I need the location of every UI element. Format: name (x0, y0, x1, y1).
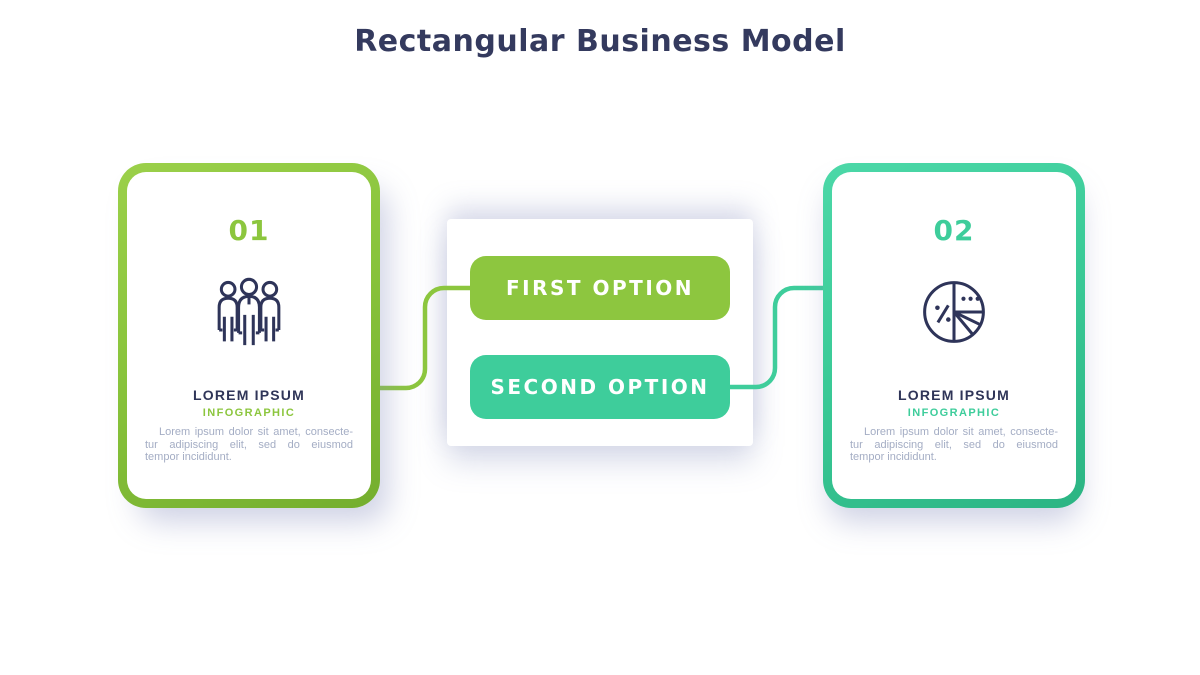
team-icon (127, 275, 371, 349)
card-02: 02 LOREM (823, 163, 1085, 508)
card-body-text: Lorem ipsum dolor sit amet, consecte- tu… (145, 426, 353, 464)
card-heading: LOREM IPSUM (193, 387, 305, 403)
page-title: Rectangular Business Model (354, 24, 846, 59)
card-heading: LOREM IPSUM (898, 387, 1010, 403)
card-body-text: Lorem ipsum dolor sit amet, consecte- tu… (850, 426, 1058, 464)
card-subheading: INFOGRAPHIC (202, 407, 296, 419)
card-01: 01 (118, 163, 380, 508)
body-line: tur adipiscing elit, sed do eiusmod (145, 438, 353, 451)
body-line: tur adipiscing elit, sed do eiusmod (850, 438, 1058, 451)
option-label: SECOND OPTION (490, 375, 710, 399)
card-subheading: INFOGRAPHIC (907, 407, 1001, 419)
card-01-inner: 01 (127, 172, 371, 499)
option-pill-first: FIRST OPTION (470, 256, 730, 320)
option-pill-second: SECOND OPTION (470, 355, 730, 419)
body-line: Lorem ipsum dolor sit amet, consecte- (159, 426, 353, 438)
card-02-inner: 02 LOREM (832, 172, 1076, 499)
body-line: tempor incididunt. (850, 451, 937, 463)
option-label: FIRST OPTION (506, 276, 694, 300)
pie-chart-icon (832, 275, 1076, 349)
card-number: 01 (228, 214, 270, 247)
body-line: tempor incididunt. (145, 451, 232, 463)
card-number: 02 (933, 214, 975, 247)
body-line: Lorem ipsum dolor sit amet, consecte- (864, 426, 1058, 438)
